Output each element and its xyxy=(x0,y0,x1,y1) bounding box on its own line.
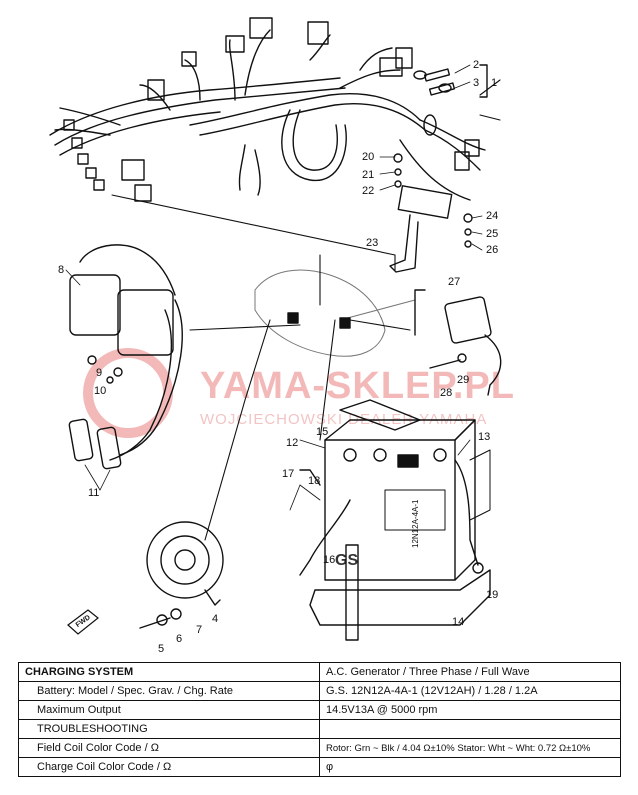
callout-12: 12 xyxy=(286,437,298,449)
callout-leaders xyxy=(65,64,483,511)
callout-22: 22 xyxy=(362,185,374,197)
table-row: Maximum Output 14.5V13A @ 5000 rpm xyxy=(18,700,621,720)
battery-tray xyxy=(309,569,491,626)
callout-18: 18 xyxy=(308,475,320,487)
callout-1: 1 xyxy=(491,77,497,89)
callout-21: 21 xyxy=(362,169,374,181)
watermark-subtitle: WOJCIECHOWSKI DEALER YAMAHA xyxy=(200,411,487,428)
callout-13: 13 xyxy=(478,431,490,443)
callout-26: 26 xyxy=(486,244,498,256)
table-header-right: A.C. Generator / Three Phase / Full Wave xyxy=(319,662,621,682)
table-row: Battery: Model / Spec. Grav. / Chg. Rate… xyxy=(18,681,621,701)
row-label-field-coil: Field Coil Color Code / Ω xyxy=(18,738,320,758)
row-value-troubleshooting xyxy=(319,719,621,739)
callout-9: 9 xyxy=(96,367,102,379)
table-row: TROUBLESHOOTING xyxy=(18,719,621,739)
row-value-max-output: 14.5V13A @ 5000 rpm xyxy=(319,700,621,720)
fuse-parts xyxy=(423,64,488,98)
watermark-title: YAMA-SKLEP.PL xyxy=(200,365,515,407)
callout-16: 16 xyxy=(323,554,335,566)
callout-14: 14 xyxy=(452,616,464,628)
callout-6: 6 xyxy=(176,633,182,645)
callout-25: 25 xyxy=(486,228,498,240)
callout-3: 3 xyxy=(473,77,479,89)
row-label-max-output: Maximum Output xyxy=(18,700,320,720)
callout-27: 27 xyxy=(448,276,460,288)
battery-brand-label: GS xyxy=(335,552,358,569)
watermark: YAMA-SKLEP.PL WOJCIECHOWSKI DEALER YAMAH… xyxy=(83,348,515,438)
callout-5: 5 xyxy=(158,643,164,655)
ignition-coils xyxy=(68,244,183,470)
breather-tube xyxy=(345,544,359,641)
callout-29: 29 xyxy=(457,374,469,386)
row-label-battery: Battery: Model / Spec. Grav. / Chg. Rate xyxy=(18,681,320,701)
forward-arrow: FWD xyxy=(67,609,99,635)
horn xyxy=(139,521,224,629)
connector-block xyxy=(249,17,273,39)
row-value-charge-coil: φ xyxy=(319,757,621,777)
battery xyxy=(299,419,476,581)
table-row: Charge Coil Color Code / Ω φ xyxy=(18,757,621,777)
callout-10: 10 xyxy=(94,385,106,397)
wire-harness xyxy=(49,29,486,201)
leader-lines xyxy=(111,79,501,541)
callout-20: 20 xyxy=(362,151,374,163)
callout-17: 17 xyxy=(282,468,294,480)
battery-positive-cable xyxy=(454,459,479,566)
frame-sketch xyxy=(254,269,416,357)
callout-7: 7 xyxy=(196,624,202,636)
callout-8: 8 xyxy=(58,264,64,276)
row-label-troubleshooting: TROUBLESHOOTING xyxy=(18,719,320,739)
wiring-exploded-diagram: YAMA-SKLEP.PL WOJCIECHOWSKI DEALER YAMAH… xyxy=(49,17,515,655)
charging-system-spec-table: CHARGING SYSTEM A.C. Generator / Three P… xyxy=(18,662,621,777)
battery-negative-cable xyxy=(299,499,351,576)
row-label-charge-coil: Charge Coil Color Code / Ω xyxy=(18,757,320,777)
battery-case xyxy=(324,439,456,581)
watermark-logo xyxy=(83,348,173,438)
table-header-row: CHARGING SYSTEM A.C. Generator / Three P… xyxy=(18,662,621,682)
callout-4: 4 xyxy=(212,613,218,625)
callout-28: 28 xyxy=(440,387,452,399)
harness-connectors xyxy=(63,17,480,202)
callout-15: 15 xyxy=(316,426,328,438)
table-row: Field Coil Color Code / Ω Rotor: Grn ~ B… xyxy=(18,738,621,758)
callout-2: 2 xyxy=(473,59,479,71)
junction-bracket xyxy=(389,153,473,273)
callout-19: 19 xyxy=(486,589,498,601)
callout-11: 11 xyxy=(88,487,99,499)
row-value-battery: G.S. 12N12A-4A-1 (12V12AH) / 1.28 / 1.2A xyxy=(319,681,621,701)
callout-numbers: 1 2 3 4 5 6 7 8 9 10 11 12 13 14 15 16 1… xyxy=(58,59,498,655)
callout-24: 24 xyxy=(486,210,498,222)
battery-model-label: 12N12A-4A-1 xyxy=(411,499,420,548)
fwd-label: FWD xyxy=(75,614,92,629)
table-header-left: CHARGING SYSTEM xyxy=(18,662,320,682)
callout-23: 23 xyxy=(366,237,378,249)
row-value-field-coil: Rotor: Grn ~ Blk / 4.04 Ω±10% Stator: Wh… xyxy=(319,738,621,758)
battery-strap xyxy=(339,399,421,431)
regulator xyxy=(414,289,502,396)
